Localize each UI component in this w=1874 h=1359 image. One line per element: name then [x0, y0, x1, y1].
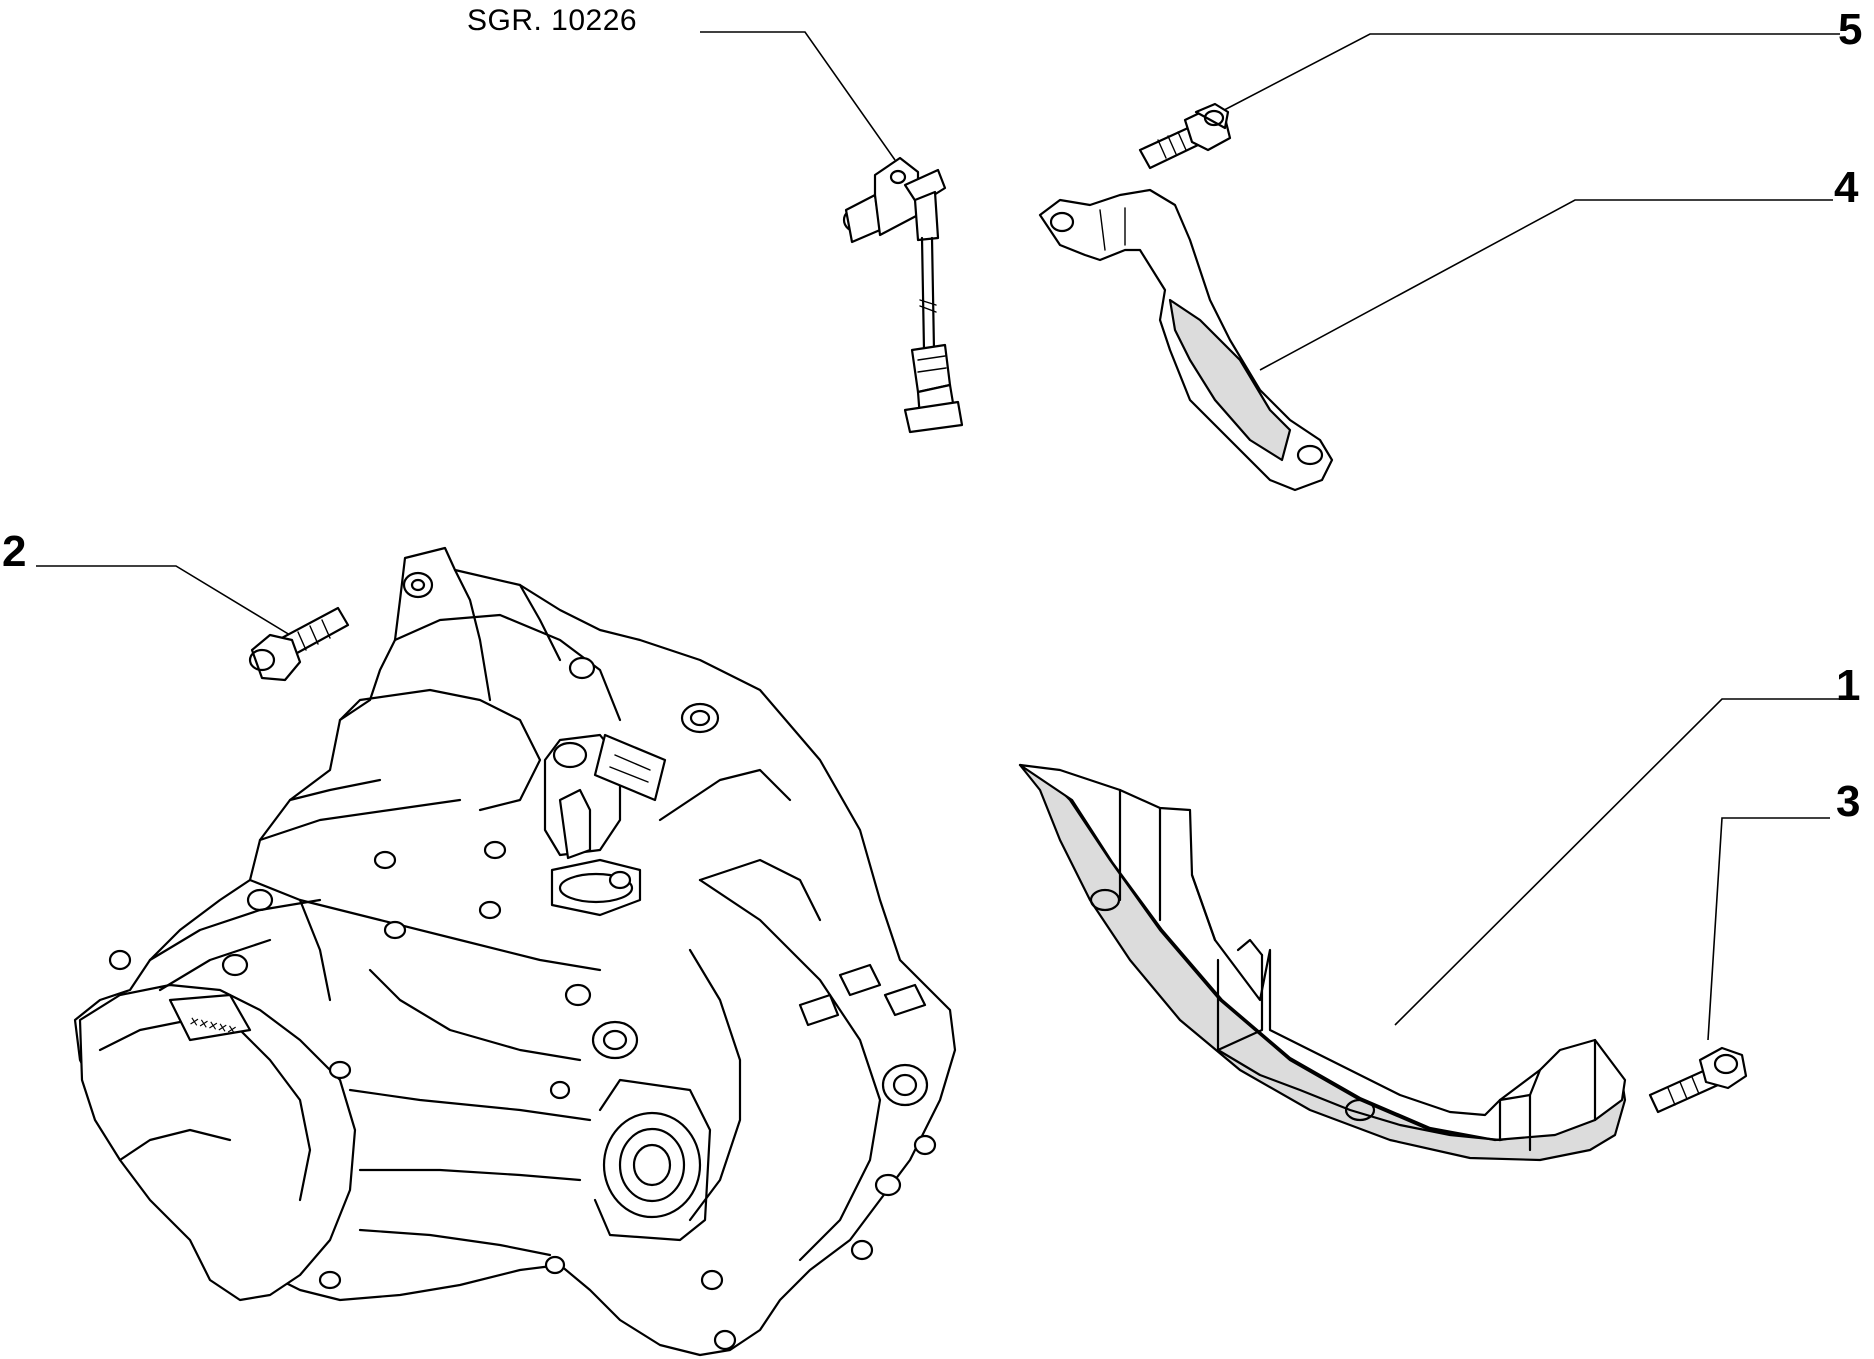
- leader-4: [1259, 199, 1833, 371]
- leader-1: [1394, 698, 1840, 1026]
- heat-shield-1: [1018, 763, 1627, 1162]
- callout-1: 1: [1836, 661, 1861, 710]
- callout-4: 4: [1834, 163, 1859, 212]
- callout-2: 2: [2, 527, 27, 576]
- callout-3: 3: [1836, 777, 1861, 826]
- leader-lines: [36, 31, 1840, 1041]
- bolt-3: [1648, 1046, 1748, 1114]
- leader-sensor: [700, 31, 896, 161]
- leader-3: [1707, 817, 1830, 1041]
- leader-2: [36, 565, 291, 636]
- bolt-5: [1138, 102, 1232, 170]
- gearbox-assembly: ×××××: [73, 546, 957, 1357]
- leader-5: [1204, 33, 1840, 121]
- speed-sensor: [842, 156, 964, 434]
- bracket-4: [1038, 188, 1334, 492]
- callout-5: 5: [1838, 5, 1863, 54]
- sensor-reference-label: SGR. 10226: [467, 4, 638, 37]
- bolt-2: [248, 606, 350, 682]
